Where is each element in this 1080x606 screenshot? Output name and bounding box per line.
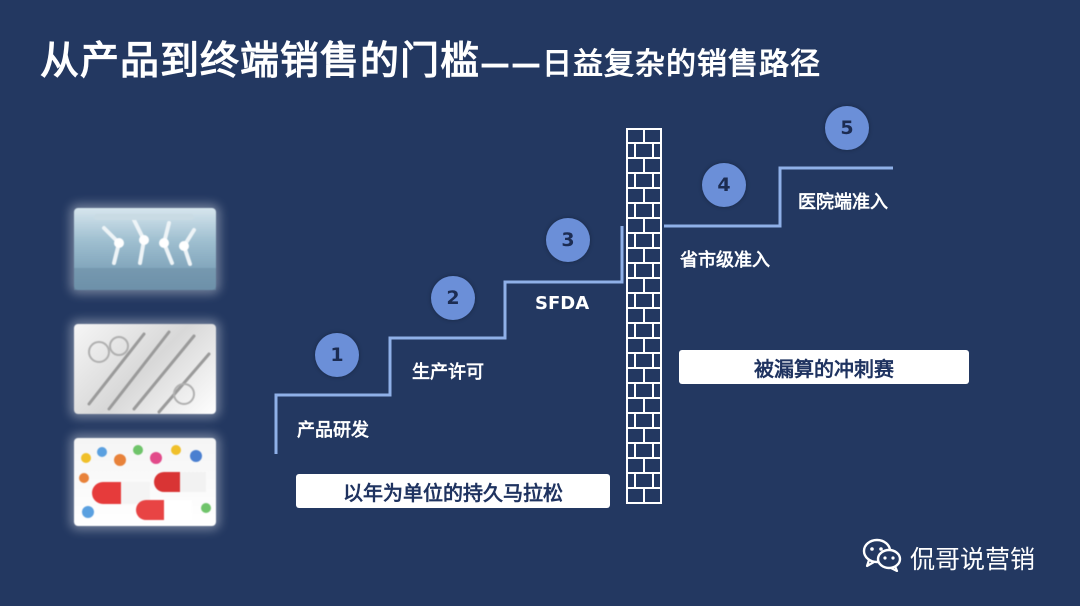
step-number-2: 2 — [431, 276, 475, 320]
pills-image — [74, 438, 216, 526]
sprint-box: 被漏算的冲刺赛 — [679, 350, 969, 384]
step-label-3: SFDA — [535, 293, 590, 314]
step-number-5: 5 — [825, 106, 869, 150]
marathon-box: 以年为单位的持久马拉松 — [296, 474, 610, 508]
staircase-line — [274, 166, 893, 454]
step-label-1: 产品研发 — [297, 420, 369, 441]
step-number-3: 3 — [546, 218, 590, 262]
title-dash: —— — [480, 47, 543, 82]
brick-wall — [626, 128, 662, 514]
step-label-2: 生产许可 — [412, 362, 484, 383]
step-label-4: 省市级准入 — [680, 250, 770, 271]
footer-brand-text: 侃哥说营销 — [910, 545, 1036, 574]
step-number-4: 4 — [702, 163, 746, 207]
step-label-5: 医院端准入 — [798, 192, 888, 213]
surgical-robot-image — [74, 208, 216, 290]
slide-title: 从产品到终端销售的门槛——日益复杂的销售路径 — [40, 30, 821, 86]
surgical-instruments-image — [74, 324, 216, 414]
title-sub: 日益复杂的销售路径 — [542, 47, 822, 82]
footer-brand: 侃哥说营销 — [862, 538, 1035, 578]
title-main: 从产品到终端销售的门槛 — [40, 39, 481, 84]
wechat-icon — [862, 538, 902, 578]
step-number-1: 1 — [315, 333, 359, 377]
